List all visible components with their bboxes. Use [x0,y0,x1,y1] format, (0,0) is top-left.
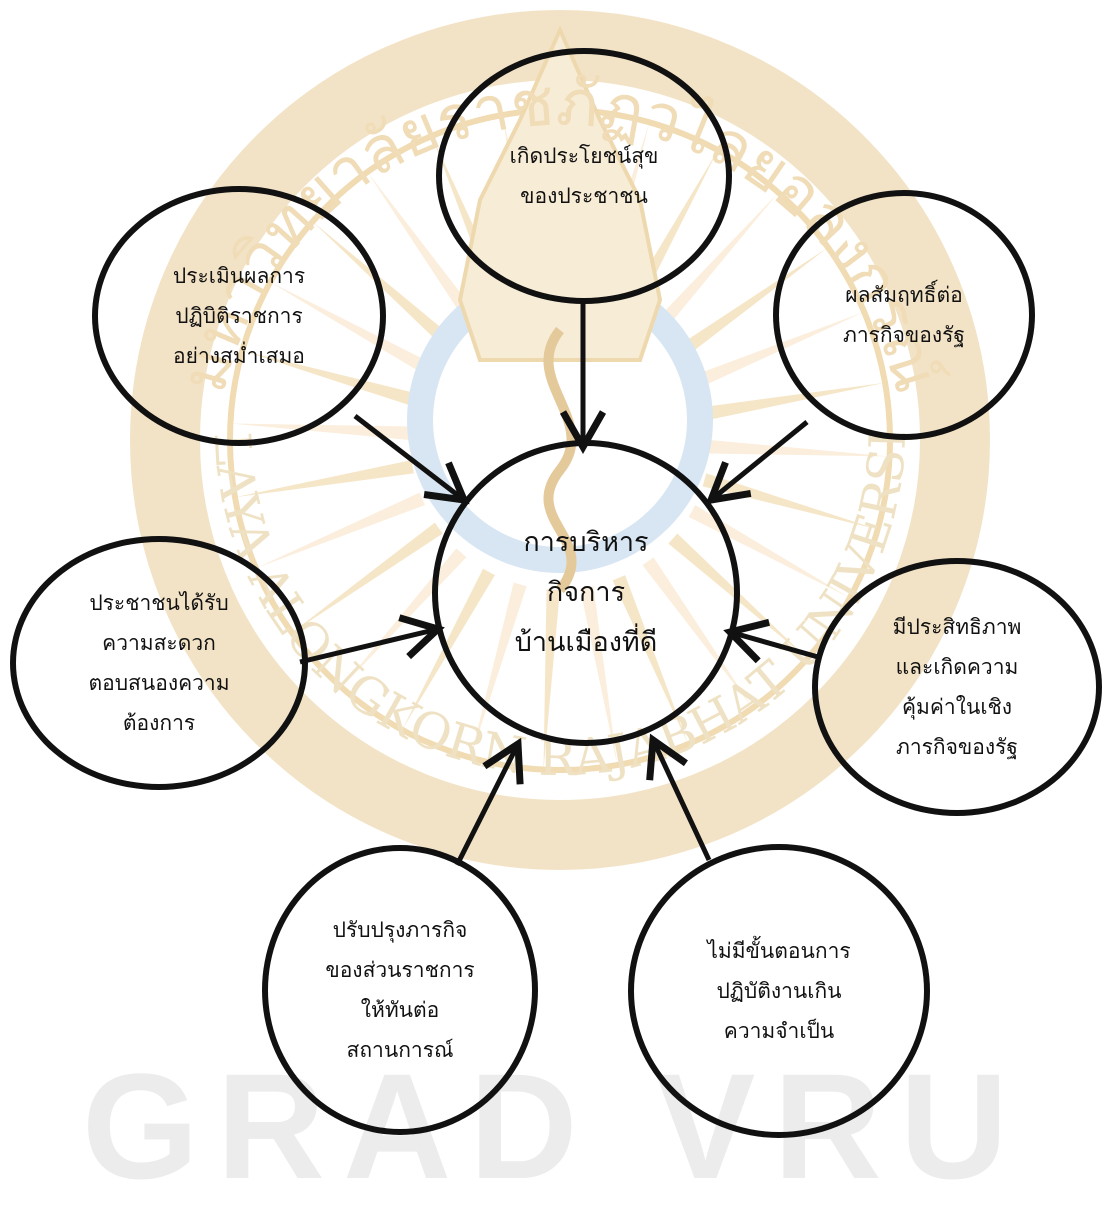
node-top-right: ผลสัมฤทธิ์ต่อ ภารกิจของรัฐ [773,190,1035,440]
node-bottom-left: ปรับปรุงภารกิจ ของส่วนราชการ ให้ทันต่อ ส… [262,845,538,1135]
seal-ray [709,440,890,457]
node-bottom-right-label: ไม่มีขั้นตอนการ ปฏิบัติงานเกิน ความจำเป็… [707,939,851,1043]
node-right: มีประสิทธิภาพ และเกิดความ คุ้มค่าในเชิง … [812,558,1102,816]
seal-ray [688,505,850,598]
arrow-from-left [299,614,445,665]
arrow-layer [299,300,819,867]
node-left-label: ประชาชนได้รับ ความสะดวก ตอบสนองความ ต้อง… [88,591,230,735]
arrow-from-bottom-left [454,737,524,867]
seal-ray [367,172,478,323]
arrow-from-bottom-right [646,733,712,862]
node-bottom-left-label: ปรับปรุงภารกิจ ของส่วนราชการ ให้ทันต่อ ส… [325,918,475,1062]
node-top-left-label: ประเมินผลการ ปฏิบิติราชการ อย่างสม่ำเสมอ [172,264,306,368]
node-top-label: เกิดประโยชน์สุข ของประชาชน [509,144,659,208]
node-top-left: ประเมินผลการ ปฏิบิติราชการ อย่างสม่ำเสมอ [92,186,386,446]
arrow-from-top-left [353,414,470,505]
seal-ray [292,522,443,633]
node-top-right-label: ผลสัมฤทธิ์ต่อ ภารกิจของรัฐ [842,283,966,347]
node-right-label: มีประสิทธิภาพ และเกิดความ คุ้มค่าในเชิง … [892,615,1022,759]
seal-ray [235,460,414,498]
seal-ray [653,192,779,332]
center-node: การบริหาร กิจการ บ้านเมืองที่ดี [432,440,740,746]
node-top: เกิดประโยชน์สุข ของประชาชน [436,48,732,304]
node-left: ประชาชนได้รับ ความสะดวก ตอบสนองความ ต้อง… [10,536,308,790]
arrow-from-right [723,618,819,664]
seal-ray [255,492,425,569]
node-bottom-right: ไม่มีขั้นตอนการ ปฏิบัติงานเกิน ความจำเป็… [628,844,930,1138]
arrow-from-top-right [705,420,809,505]
center-node-label: การบริหาร กิจการ บ้านเมืองที่ดี [514,527,658,658]
